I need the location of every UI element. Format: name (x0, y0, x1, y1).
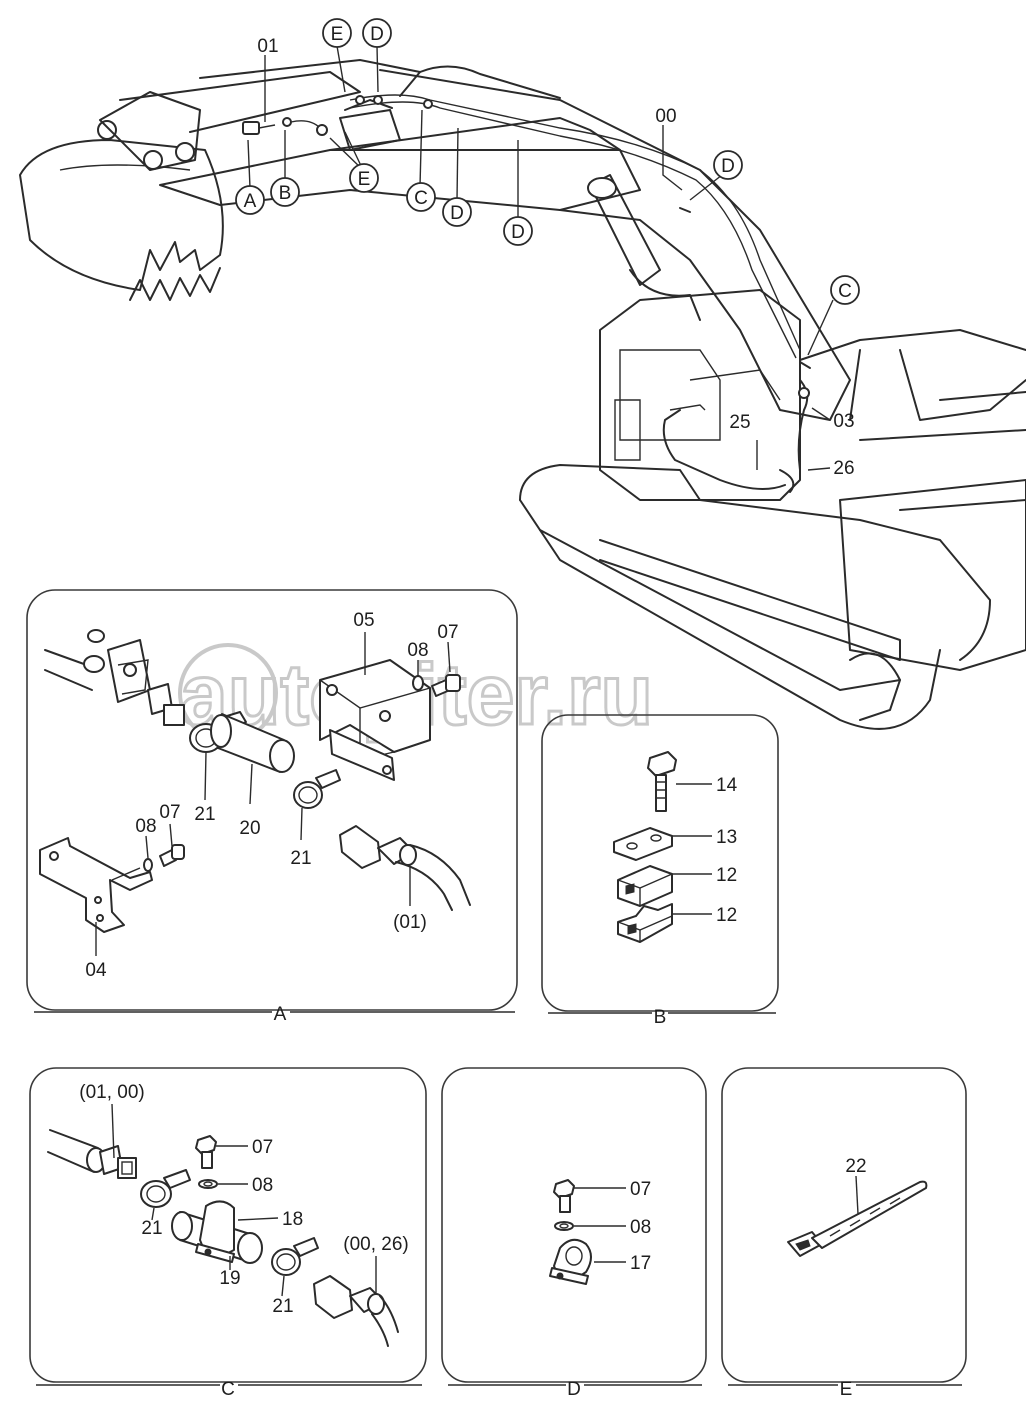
svg-text:D: D (721, 156, 735, 177)
callout-bubble-e-top[interactable]: E (322, 18, 352, 48)
part-number-07-c: 07 (252, 1137, 273, 1158)
part-number-21-a-right: 21 (290, 848, 311, 869)
callout-bubble-c-arm[interactable]: C (406, 182, 436, 212)
main-callouts: E D A B E C D D (235, 18, 860, 305)
excavator-overview (19, 45, 1026, 730)
part-number-13: 13 (716, 827, 737, 848)
callout-bubble-e-mid[interactable]: E (349, 163, 379, 193)
callout-bubble-d-arm1[interactable]: D (442, 197, 472, 227)
part-number-07-d: 07 (630, 1179, 651, 1200)
callout-bubble-d-top[interactable]: D (362, 18, 392, 48)
part-number-20: 20 (239, 818, 260, 839)
detail-e: E 22 (721, 1067, 967, 1400)
part-number-26: 26 (833, 458, 854, 479)
part-number-00-26-ref: (00, 26) (343, 1234, 408, 1255)
svg-text:A: A (244, 191, 257, 212)
detail-c-label: C (221, 1379, 235, 1400)
part-number-07-a-top: 07 (437, 622, 458, 643)
part-number-00: 00 (655, 106, 676, 127)
part-number-12-lower: 12 (716, 905, 737, 926)
part-number-25: 25 (729, 412, 750, 433)
svg-text:D: D (450, 203, 464, 224)
detail-c: C (29, 1067, 427, 1400)
detail-b: B 14 13 12 12 (541, 714, 779, 1028)
part-number-08-c: 08 (252, 1175, 273, 1196)
part-number-19: 19 (219, 1268, 240, 1289)
svg-text:B: B (279, 183, 292, 204)
part-number-21-c-left: 21 (141, 1218, 162, 1239)
svg-text:E: E (331, 24, 344, 45)
svg-text:C: C (414, 188, 428, 209)
svg-text:C: C (838, 281, 852, 302)
part-number-18: 18 (282, 1209, 303, 1230)
part-number-21-c-right: 21 (272, 1296, 293, 1317)
detail-b-label: B (654, 1007, 667, 1028)
part-number-05: 05 (353, 610, 374, 631)
part-number-14: 14 (716, 775, 738, 796)
callout-bubble-b[interactable]: B (270, 177, 300, 207)
callout-bubble-d-boom[interactable]: D (713, 150, 743, 180)
detail-d-label: D (567, 1379, 581, 1400)
svg-text:E: E (358, 169, 371, 190)
part-number-01-ref: (01) (393, 912, 427, 933)
part-number-08-a-low: 08 (135, 816, 156, 837)
part-number-08-a-top: 08 (407, 640, 428, 661)
svg-text:D: D (370, 24, 384, 45)
detail-e-label: E (840, 1379, 853, 1400)
part-number-21-a-left: 21 (194, 804, 215, 825)
part-number-12-upper: 12 (716, 865, 737, 886)
detail-a: A (26, 589, 518, 1025)
callout-bubble-a[interactable]: A (235, 185, 265, 215)
part-number-08-d: 08 (630, 1217, 651, 1238)
part-number-03: 03 (833, 411, 854, 432)
callout-bubble-d-arm2[interactable]: D (503, 216, 533, 246)
part-number-17: 17 (630, 1253, 651, 1274)
svg-text:D: D (511, 222, 525, 243)
part-number-04: 04 (85, 960, 107, 981)
part-number-22: 22 (845, 1156, 866, 1177)
detail-d: D 07 08 17 (441, 1067, 707, 1400)
main-part-numbers: 01 00 03 25 26 (257, 36, 854, 479)
part-number-01-00-ref: (01, 00) (79, 1082, 144, 1103)
part-number-01: 01 (257, 36, 278, 57)
detail-a-label: A (274, 1004, 287, 1025)
callout-bubble-c-boom[interactable]: C (830, 275, 860, 305)
part-number-07-a-low: 07 (159, 802, 180, 823)
